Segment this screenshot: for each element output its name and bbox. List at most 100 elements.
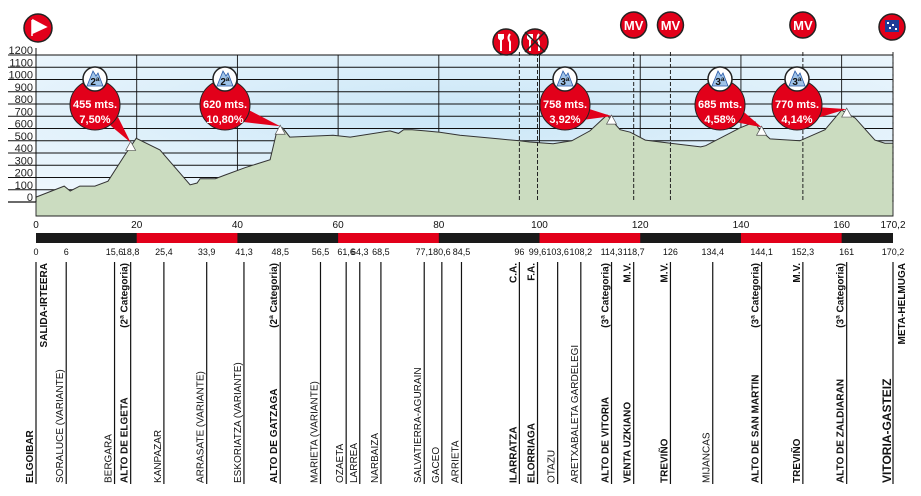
place-name: ELGOIBAR [25, 429, 36, 483]
place-name: GACEO [431, 447, 442, 483]
mountain-icon [788, 70, 806, 87]
climb-category: 3ª [792, 77, 802, 88]
mountain-icon [216, 70, 234, 87]
cross-out-icon [524, 31, 546, 53]
km-label: 103,6 [546, 247, 569, 257]
place-name: MIJANCAS [702, 432, 713, 483]
feed-zone-icon [492, 28, 520, 56]
sprint-icon [619, 11, 648, 39]
km-label: 33,9 [198, 247, 216, 257]
place-name: ALTO DE SAN MARTIN [751, 374, 762, 483]
place-name: ALTO DE GATZAGA [269, 389, 280, 483]
place-name: ALTO DE VITORIA [601, 397, 612, 483]
place-name: OTAZU [547, 450, 558, 483]
y-tick-label: 1000 [9, 70, 33, 82]
y-tick-label: 1100 [9, 57, 33, 69]
place-name: VITORIA-GASTEIZ [880, 379, 894, 483]
y-tick-label: 0 [27, 192, 33, 204]
place-name: ARRASATE (VARIANTE) [196, 371, 207, 483]
climb-category: 3ª [715, 77, 725, 88]
place-name: ESKORIATZA (VARIANTE) [233, 362, 244, 483]
x-tick-label: 140 [733, 220, 750, 231]
km-label: 15,6 [106, 247, 124, 257]
place-name: LARREA [349, 443, 360, 483]
y-tick-label: 900 [15, 82, 33, 94]
km-label: 25,4 [155, 247, 173, 257]
km-label: 99,6 [529, 247, 547, 257]
distance-bar-segment [539, 233, 641, 243]
km-label: 84,5 [453, 247, 471, 257]
place-note: (3ª Categoria) [751, 263, 762, 328]
y-tick-label: 800 [15, 94, 33, 106]
distance-bar-segment [338, 233, 439, 243]
y-tick-label: 400 [15, 143, 33, 155]
km-label: 0 [33, 247, 38, 257]
x-tick-label: 60 [333, 220, 345, 231]
climb-gradient: 3,92% [549, 114, 580, 126]
distance-bar [36, 233, 893, 243]
place-name: TREVIÑO [790, 438, 803, 483]
summit-icon [125, 140, 137, 151]
climb-category: 2ª [220, 77, 230, 88]
y-tick-label: 300 [15, 155, 33, 167]
summit-icon [605, 114, 618, 125]
km-label: 18,8 [122, 247, 140, 257]
x-tick-label: 40 [232, 220, 244, 231]
place-note: M.V. [659, 263, 670, 283]
km-label: 80,6 [433, 247, 451, 257]
km-label: 6 [64, 247, 69, 257]
climb-altitude: 758 mts. [543, 99, 587, 111]
y-tick-label: 100 [15, 180, 33, 192]
place-note: C.A. [508, 263, 519, 283]
sprint-label: MV [793, 18, 813, 33]
place-name: VENTA UZKIANO [623, 402, 634, 483]
place-name: SORALUCE (VARIANTE) [55, 369, 66, 483]
x-tick-label: 0 [33, 220, 39, 231]
km-label: 118,7 [623, 247, 645, 257]
mountain-icon [86, 70, 104, 87]
summit-icon [755, 125, 768, 136]
elevation-profile-area [35, 109, 894, 217]
finish-note: META-HELMUGA [897, 263, 908, 344]
km-label: 161 [839, 247, 854, 257]
x-tick-label: 160 [833, 220, 850, 231]
start-flag-icon [31, 18, 48, 36]
place-name: ALTO DE ZALDIARAN [836, 379, 847, 483]
place-name: ARETXABALETA GARDELEGI [570, 345, 581, 483]
place-name: BERGARA [104, 434, 115, 483]
km-label: 96 [514, 247, 524, 257]
km-label: 170,2 [882, 247, 905, 257]
summit-icon [274, 124, 286, 135]
place-name: ALTO DE ELGETA [120, 397, 131, 483]
x-tick-label: 100 [531, 220, 548, 231]
climb-category: 2ª [90, 77, 100, 88]
km-label: 68,5 [372, 247, 390, 257]
y-tick-label: 700 [15, 106, 33, 118]
place-name: ILARRATZA [508, 427, 519, 483]
climb-gradient: 10,80% [206, 114, 244, 126]
place-name: NARBAIZA [370, 433, 381, 483]
y-tick-label: 1200 [9, 45, 33, 57]
km-label: 56,5 [312, 247, 330, 257]
x-tick-label: 80 [433, 220, 445, 231]
place-name: ELORRIAGA [527, 423, 538, 483]
place-note: M.V. [792, 263, 803, 283]
km-label: 134,4 [701, 247, 724, 257]
sprint-label: MV [624, 18, 644, 33]
distance-bar-segment [136, 233, 238, 243]
place-note: (2ª Categoria) [120, 263, 131, 328]
mountain-icon [711, 70, 729, 87]
place-name: SALVATIERRA-AGURAIN [413, 367, 424, 483]
place-name: TREVIÑO [657, 438, 670, 483]
x-tick-label: 170,2 [880, 220, 905, 231]
climb-gradient: 7,50% [79, 114, 110, 126]
checkered-flag-icon [887, 22, 897, 30]
km-label: 144,1 [750, 247, 773, 257]
place-name: KANPAZAR [153, 430, 164, 483]
km-label: 77,1 [415, 247, 433, 257]
distance-bar-segment [740, 233, 842, 243]
sprint-icon [656, 11, 685, 39]
km-label: 108,2 [570, 247, 593, 257]
y-tick-label: 600 [15, 119, 33, 131]
y-tick-label: 200 [15, 168, 33, 180]
